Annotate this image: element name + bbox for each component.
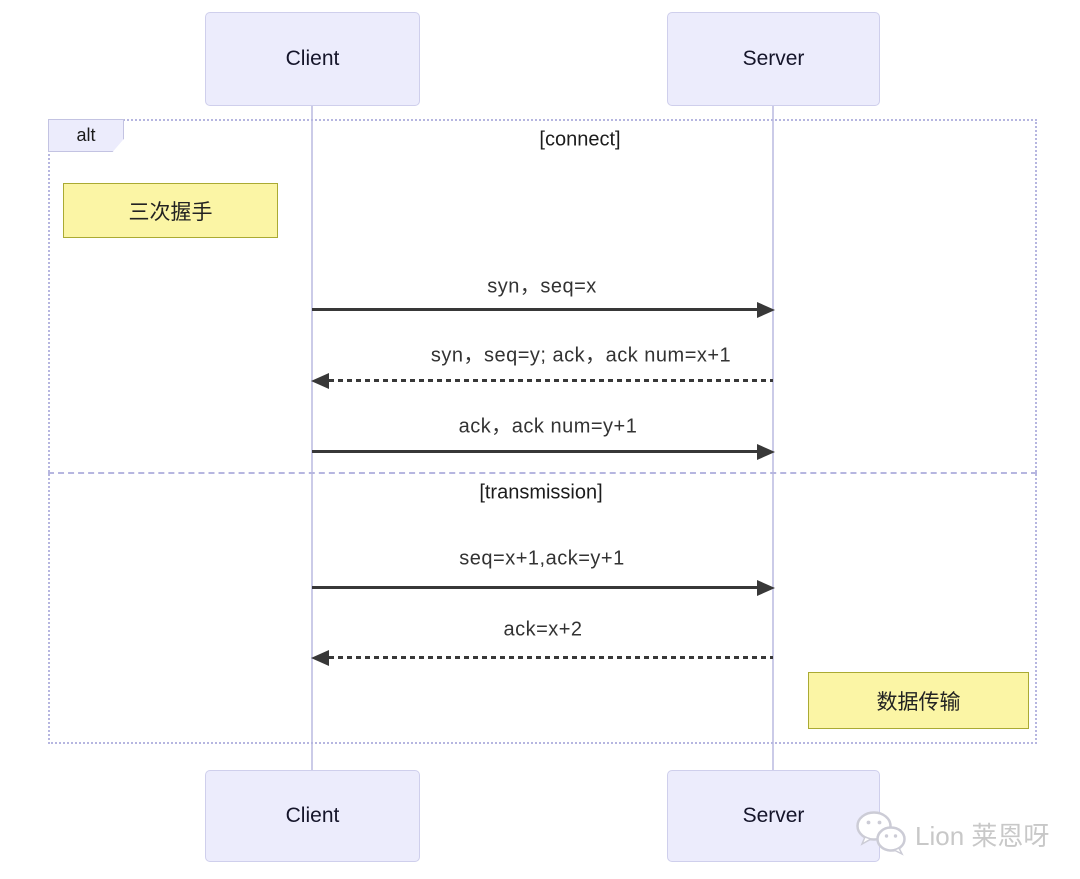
actor-client-bottom: Client — [205, 770, 420, 862]
message-2-arrowhead-icon — [311, 373, 329, 389]
watermark: Lion 莱恩呀 — [855, 810, 1049, 858]
message-2-line — [329, 379, 773, 382]
message-4-arrowhead-icon — [757, 580, 775, 596]
message-1-label: syn，seq=x — [487, 275, 597, 298]
message-3-arrowhead-icon — [757, 444, 775, 460]
alt-frame-tag: alt — [48, 119, 124, 152]
actor-label: Client — [285, 47, 340, 70]
message-3-label: ack，ack num=y+1 — [458, 415, 638, 438]
actor-label: Client — [285, 804, 340, 827]
alt-frame — [48, 119, 1037, 744]
note-three-way-handshake: 三次握手 — [63, 183, 278, 238]
section-label-connect: [connect] — [539, 128, 621, 151]
client-lifeline — [311, 106, 313, 771]
actor-label: Server — [742, 804, 805, 827]
message-4-line — [312, 586, 760, 589]
message-5-line — [329, 656, 773, 659]
section-label-transmission: [transmission] — [479, 481, 603, 504]
alt-frame-divider — [48, 472, 1037, 474]
note-text: 数据传输 — [876, 690, 961, 714]
note-data-transmission: 数据传输 — [808, 672, 1029, 729]
message-3-line — [312, 450, 760, 453]
message-4-label: seq=x+1,ack=y+1 — [459, 547, 625, 570]
message-5-label: ack=x+2 — [503, 618, 583, 641]
message-1-arrowhead-icon — [757, 302, 775, 318]
actor-label: Server — [742, 47, 805, 70]
server-lifeline — [772, 106, 774, 771]
message-5-arrowhead-icon — [311, 650, 329, 666]
wechat-icon — [855, 810, 909, 858]
alt-frame-tag-label: alt — [76, 125, 96, 145]
message-2-label: syn，seq=y; ack，ack num=x+1 — [430, 344, 732, 367]
actor-server-top: Server — [667, 12, 880, 106]
note-text: 三次握手 — [128, 200, 213, 224]
watermark-text: Lion 莱恩呀 — [915, 820, 1050, 851]
actor-server-bottom: Server — [667, 770, 880, 862]
message-1-line — [312, 308, 760, 311]
actor-client-top: Client — [205, 12, 420, 106]
